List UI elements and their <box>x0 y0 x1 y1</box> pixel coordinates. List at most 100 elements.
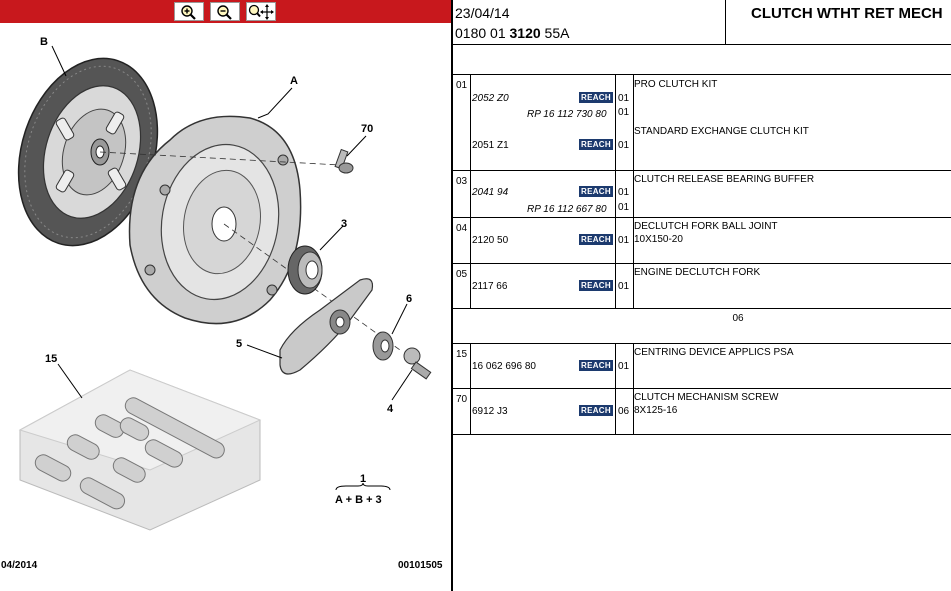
qty-cell <box>615 264 634 308</box>
footer-date: 04/2014 <box>1 560 38 571</box>
qty-cell <box>615 171 634 217</box>
zoom-out-icon <box>217 4 232 20</box>
header-reference: 0180 01 3120 55A <box>455 25 569 41</box>
parts-panel: 23/04/14 0180 01 3120 55A CLUTCH WTHT RE… <box>453 0 951 591</box>
callout-label: A <box>290 75 298 87</box>
index-cell: 70 <box>453 389 471 434</box>
pressure-plate-drawing <box>128 115 302 325</box>
ref-bold: 3120 <box>509 25 541 41</box>
zoom-in-icon <box>181 4 196 20</box>
callout-label: 15 <box>45 353 57 365</box>
part-description: ENGINE DECLUTCH FORK <box>634 267 761 278</box>
reach-badge[interactable]: REACH <box>579 92 613 103</box>
group-row: 06 <box>453 309 951 344</box>
zoom-toolbar <box>0 0 451 23</box>
table-row[interactable]: 01 2052 Z0 REACH 01 PRO CLUTCH KIT RP 16… <box>453 75 951 171</box>
zoom-out-button[interactable] <box>210 2 240 21</box>
qty-cell <box>615 344 634 388</box>
clutch-exploded-diagram: B A 70 3 6 5 4 15 1 A + B + 3 <box>17 36 432 531</box>
formula-number: 1 <box>360 473 366 485</box>
index-cell: 04 <box>453 218 471 263</box>
quantity: 06 <box>618 406 630 417</box>
reach-badge[interactable]: REACH <box>579 405 613 416</box>
table-row[interactable]: 05 2117 66 REACH 01 ENGINE DECLUTCH FORK <box>453 264 951 309</box>
ball-joint-drawing <box>403 347 432 380</box>
part-description: DECLUTCH FORK BALL JOINT <box>634 221 778 232</box>
callout-label: 4 <box>387 403 394 415</box>
ref-prefix: 0180 01 <box>455 25 510 41</box>
index-cell: 15 <box>453 344 471 388</box>
zoom-in-button[interactable] <box>174 2 204 21</box>
row-index: 15 <box>456 349 468 360</box>
divider <box>453 74 951 75</box>
quantity: 01 <box>618 235 630 246</box>
zoom-fit-button[interactable] <box>246 2 276 21</box>
table-row[interactable]: 03 2041 94 REACH 01 CLUTCH RELEASE BEARI… <box>453 171 951 218</box>
reach-badge[interactable]: REACH <box>579 280 613 291</box>
reach-badge[interactable]: REACH <box>579 139 613 150</box>
quantity: 01 <box>618 202 630 213</box>
page-title: CLUTCH WTHT RET MECH <box>751 5 943 22</box>
zoom-move-icon <box>248 3 274 20</box>
quantity: 01 <box>618 281 630 292</box>
part-number: 2041 94 <box>472 187 509 198</box>
callout-label: 5 <box>236 338 242 350</box>
part-number: 2052 Z0 <box>472 93 509 104</box>
rp-number: RP 16 112 730 80 <box>527 109 607 120</box>
header-separator <box>725 0 726 44</box>
quantity: 01 <box>618 361 630 372</box>
row-index: 05 <box>456 269 468 280</box>
diagram-panel: B A 70 3 6 5 4 15 1 A + B + 3 04/2014 00… <box>0 0 451 591</box>
screw-drawing <box>334 148 354 174</box>
bearing-buffer-drawing <box>372 331 394 361</box>
row-index: 70 <box>456 394 468 405</box>
clutch-disc-drawing <box>17 57 159 247</box>
declutch-fork-drawing <box>279 278 374 375</box>
quantity: 01 <box>618 187 630 198</box>
qty-cell <box>615 389 634 434</box>
part-number: 2120 50 <box>472 235 509 246</box>
qty-cell <box>615 75 634 170</box>
table-row[interactable]: 04 2120 50 REACH 01 DECLUTCH FORK BALL J… <box>453 218 951 264</box>
part-description: CLUTCH MECHANISM SCREW <box>634 392 779 403</box>
quantity: 01 <box>618 93 630 104</box>
ref-suffix: 55A <box>540 25 570 41</box>
part-number: 2117 66 <box>472 281 508 292</box>
part-spec: 10X150-20 <box>634 234 683 245</box>
part-spec: 8X125-16 <box>634 405 678 416</box>
divider <box>453 44 951 45</box>
part-description: CENTRING DEVICE APPLICS PSA <box>634 347 794 358</box>
callout-label: 70 <box>361 123 373 135</box>
row-index: 01 <box>456 80 468 91</box>
callout-label: 3 <box>341 218 347 230</box>
release-bearing-drawing <box>287 245 323 295</box>
part-number: 6912 J3 <box>472 406 508 417</box>
formula-text: A + B + 3 <box>335 494 382 506</box>
table-row[interactable]: 15 16 062 696 80 REACH 01 CENTRING DEVIC… <box>453 344 951 389</box>
header-date: 23/04/14 <box>455 5 510 21</box>
row-index: 04 <box>456 223 468 234</box>
callout-label: B <box>40 36 48 48</box>
index-cell: 03 <box>453 171 471 217</box>
part-description: PRO CLUTCH KIT <box>634 79 718 90</box>
part-description: STANDARD EXCHANGE CLUTCH KIT <box>634 126 809 137</box>
reach-badge[interactable]: REACH <box>579 186 613 197</box>
quantity: 01 <box>618 107 630 118</box>
quantity: 01 <box>618 140 630 151</box>
part-number: 16 062 696 80 <box>472 361 536 372</box>
reach-badge[interactable]: REACH <box>579 234 613 245</box>
row-index: 03 <box>456 176 468 187</box>
centring-device-drawing <box>18 369 262 531</box>
footer-code: 00101505 <box>398 560 443 571</box>
table-row[interactable]: 70 6912 J3 REACH 06 CLUTCH MECHANISM SCR… <box>453 389 951 435</box>
group-label: 06 <box>732 313 744 324</box>
index-cell: 01 <box>453 75 471 170</box>
part-number: 2051 Z1 <box>472 140 509 151</box>
reach-badge[interactable]: REACH <box>579 360 613 371</box>
index-cell: 05 <box>453 264 471 308</box>
part-description: CLUTCH RELEASE BEARING BUFFER <box>634 174 815 185</box>
qty-cell <box>615 218 634 263</box>
callout-label: 6 <box>406 293 412 305</box>
panel-divider <box>451 0 453 591</box>
rp-number: RP 16 112 667 80 <box>527 204 607 215</box>
